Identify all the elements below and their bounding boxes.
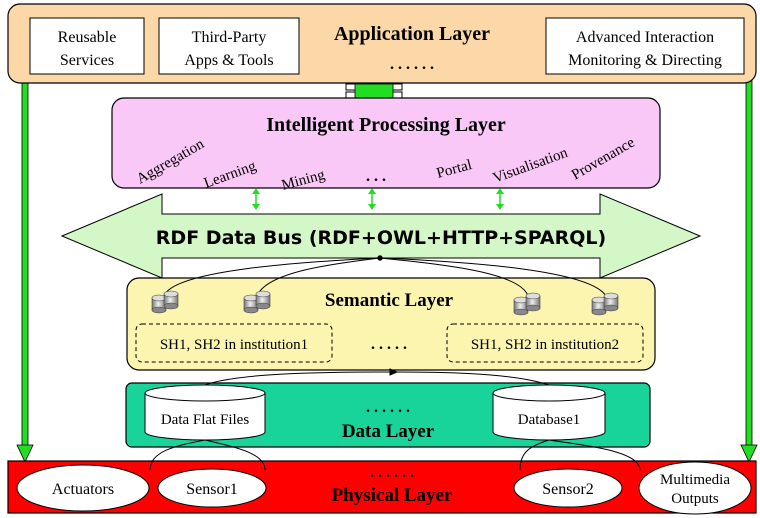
center-connector bbox=[345, 83, 403, 99]
application-layer-title: Application Layer bbox=[334, 23, 490, 45]
institution1-label: SH1, SH2 in institution1 bbox=[160, 337, 308, 353]
advanced-interaction-box: Advanced Interaction Monitoring & Direct… bbox=[545, 17, 745, 75]
sensor2-node: Sensor2 bbox=[513, 468, 623, 508]
semantic-layer: Semantic Layer SH1, SH2 in institution1 … bbox=[126, 277, 656, 371]
svg-text:Actuators: Actuators bbox=[52, 481, 114, 498]
svg-text:Apps & Tools: Apps & Tools bbox=[184, 52, 273, 69]
svg-text:Reusable: Reusable bbox=[58, 29, 117, 46]
semantic-layer-title: Semantic Layer bbox=[325, 290, 454, 311]
item-ellipsis: . . . bbox=[366, 168, 386, 185]
physical-layer: Physical Layer . . . . . . Actuators Sen… bbox=[7, 460, 757, 515]
physical-layer-title: Physical Layer bbox=[332, 485, 453, 506]
semantic-ellipsis: . . . . . bbox=[371, 336, 407, 353]
actuators-node: Actuators bbox=[16, 464, 150, 512]
database-store: Database1 bbox=[492, 384, 606, 441]
storage-icon bbox=[513, 292, 541, 316]
rdf-data-bus: RDF Data Bus (RDF+OWL+HTTP+SPARQL) bbox=[60, 193, 702, 279]
storage-icon bbox=[151, 290, 179, 314]
side-connector-left bbox=[16, 73, 34, 463]
multimedia-outputs-node: Multimedia Outputs bbox=[638, 461, 752, 515]
third-party-apps-box: Third-Party Apps & Tools bbox=[158, 17, 300, 75]
reusable-services-box: Reusable Services bbox=[29, 17, 145, 75]
data-layer: Data Layer . . . . . . Data Flat Files D… bbox=[125, 382, 651, 448]
svg-text:Data Flat Files: Data Flat Files bbox=[161, 412, 249, 428]
side-connector-right bbox=[740, 73, 758, 463]
physical-layer-ellipsis: . . . . . . bbox=[370, 464, 414, 481]
semantic-to-bus-lines bbox=[164, 255, 607, 297]
institution1-box bbox=[135, 323, 333, 363]
svg-text:Sensor1: Sensor1 bbox=[186, 481, 238, 498]
institution2-label: SH1, SH2 in institution2 bbox=[471, 337, 619, 353]
svg-text:Database1: Database1 bbox=[518, 412, 580, 428]
intelligent-layer-title: Intelligent Processing Layer bbox=[266, 114, 506, 136]
application-layer: Application Layer . . . . . . Reusable S… bbox=[7, 3, 757, 84]
svg-text:Monitoring & Directing: Monitoring & Directing bbox=[568, 52, 722, 69]
data-layer-title: Data Layer bbox=[342, 421, 435, 442]
rdf-data-bus-label: RDF Data Bus (RDF+OWL+HTTP+SPARQL) bbox=[156, 227, 606, 249]
flat-files-store: Data Flat Files bbox=[144, 384, 266, 441]
bus-connectors bbox=[252, 188, 504, 210]
storage-icon bbox=[591, 292, 619, 316]
institution2-box bbox=[446, 323, 644, 363]
storage-icon bbox=[243, 290, 271, 314]
svg-text:Outputs: Outputs bbox=[671, 491, 719, 507]
svg-text:Services: Services bbox=[60, 52, 114, 69]
data-to-semantic-lines bbox=[204, 368, 550, 386]
svg-text:Advanced Interaction: Advanced Interaction bbox=[576, 29, 714, 46]
physical-to-data-lines bbox=[149, 439, 641, 471]
intelligent-processing-layer: Intelligent Processing Layer Aggregation… bbox=[111, 97, 661, 194]
sensor1-node: Sensor1 bbox=[157, 468, 267, 508]
data-layer-ellipsis: . . . . . . bbox=[366, 399, 410, 416]
svg-text:Multimedia: Multimedia bbox=[660, 472, 730, 488]
application-layer-ellipsis: . . . . . . bbox=[390, 56, 434, 73]
svg-text:Third-Party: Third-Party bbox=[192, 29, 267, 46]
svg-text:Sensor2: Sensor2 bbox=[542, 481, 594, 498]
